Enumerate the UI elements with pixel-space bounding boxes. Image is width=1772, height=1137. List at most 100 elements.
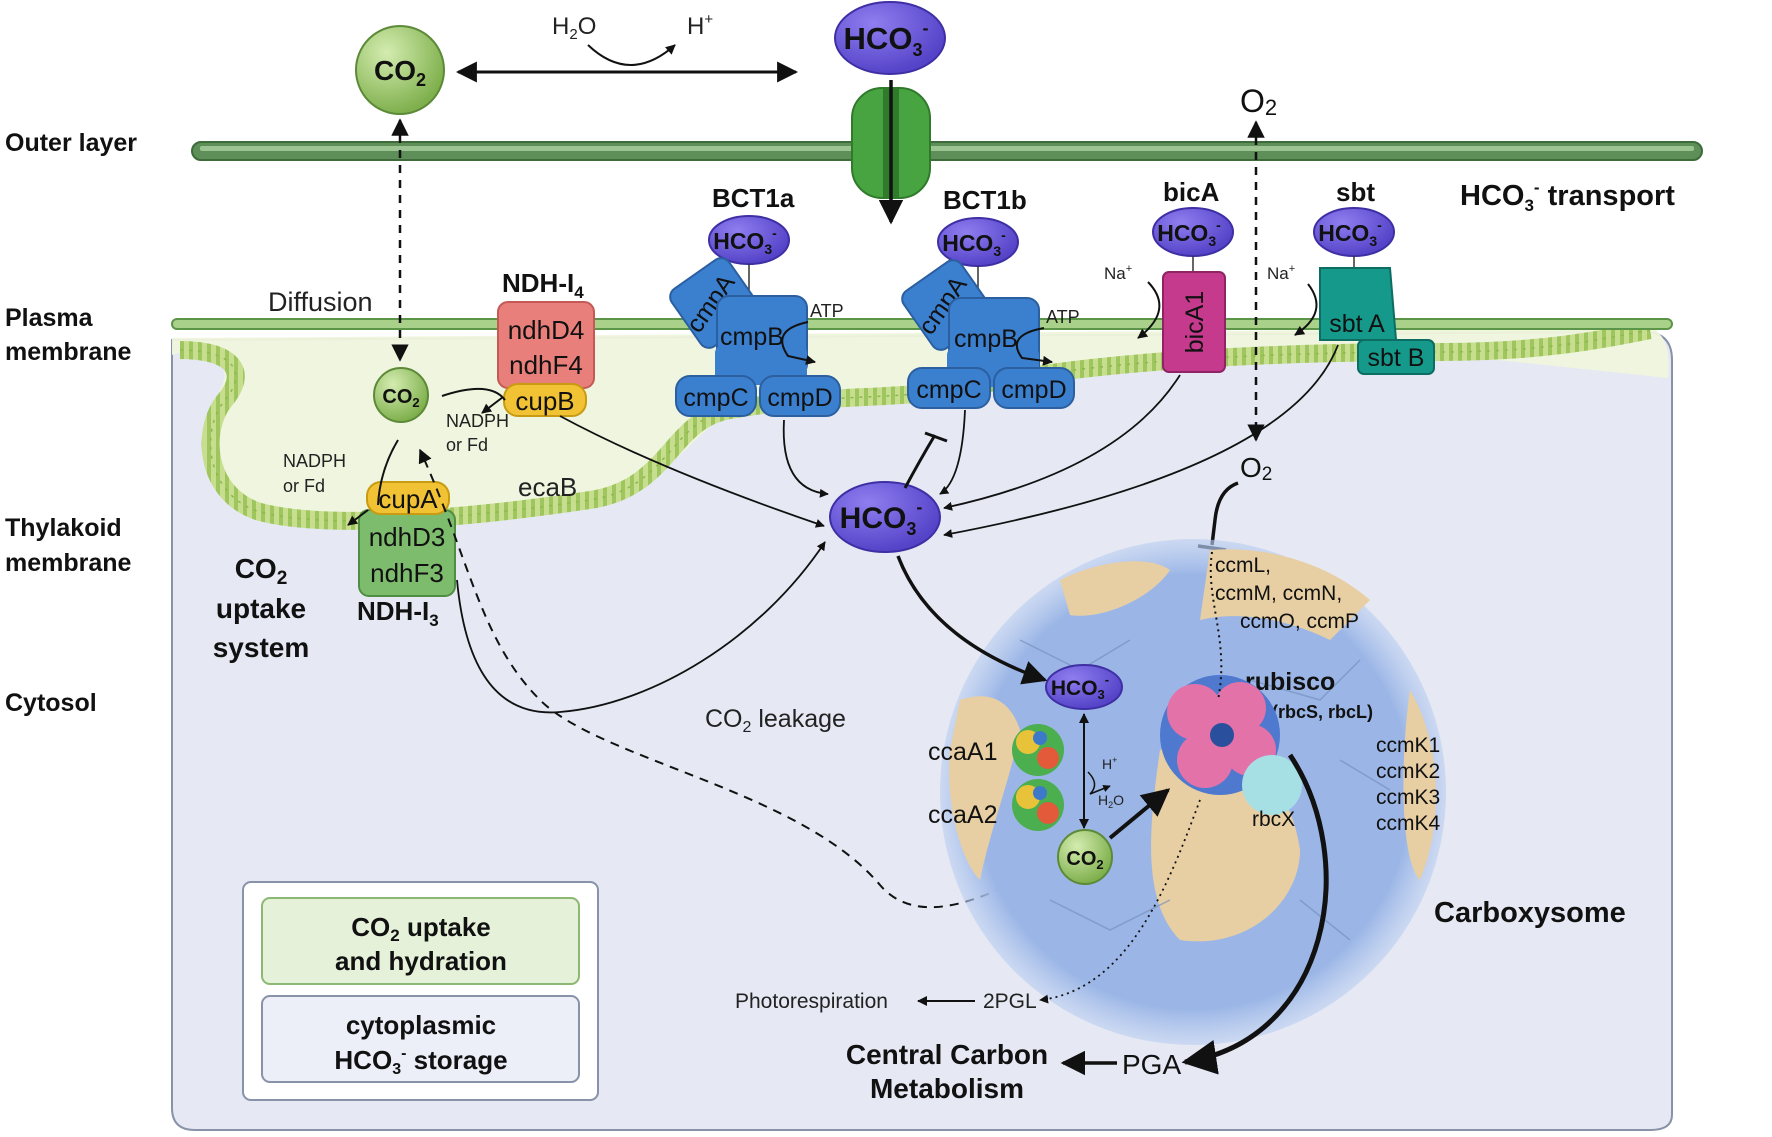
ecaB-label: ecaB — [518, 472, 577, 502]
orfd-label-upper: or Fd — [446, 435, 488, 455]
co2-periplasm-label: CO2 — [382, 386, 419, 410]
region-outer-layer: Outer layer — [5, 129, 137, 157]
cmpC-b-label: cmpC — [916, 376, 981, 404]
cmpB-b-label: cmpB — [954, 325, 1018, 353]
h2o-hplus-carboxysome-curve — [1087, 771, 1111, 795]
ndh-i3-nadph-head — [347, 509, 369, 526]
hco3-carboxysome-bubble — [1045, 664, 1123, 710]
shell-proteins-line3: ccmO, ccmP — [1240, 610, 1359, 633]
co2-to-rubisco-arrow — [1108, 788, 1171, 840]
2pgl-label: 2PGL — [983, 990, 1037, 1013]
hco3-cytosol-label: HCO3- — [840, 497, 923, 539]
bct1b-atp-arrow — [1016, 327, 1053, 366]
co2-periplasm-bubble — [373, 367, 429, 423]
shell-proteins-line2: ccmM, ccmN, — [1215, 582, 1342, 605]
legend-hco3-storage-line2: HCO3- storage — [334, 1045, 507, 1078]
cmpD-a — [759, 375, 841, 417]
cupA-label: cupA — [378, 484, 438, 514]
rubisco-complex — [1160, 675, 1302, 815]
shell-proteins-line1: ccmL, — [1215, 554, 1271, 577]
ndhD4-label: ndhD4 — [508, 315, 585, 345]
cmpD-a-label: cmpD — [767, 384, 832, 412]
bica-hco3-label: HCO3- — [1157, 217, 1221, 249]
region-thylakoid-line1: Thylakoid — [5, 514, 122, 542]
legend-hco3-storage-line1: cytoplasmic — [346, 1010, 496, 1040]
bct1b-to-hco3-arrow — [939, 409, 966, 495]
cupA-to-hco3-arrow — [456, 541, 826, 714]
co2-leakage-label: CO2 leakage — [705, 705, 846, 736]
ccaA2-enzyme — [1012, 779, 1064, 831]
hco3-cytosol-bubble — [829, 481, 941, 553]
rbcX-label: rbcX — [1252, 808, 1295, 831]
co2-outer-bubble — [355, 25, 445, 115]
nadph-label-lower: NADPH — [283, 451, 346, 471]
cmpC-b — [907, 367, 991, 409]
ccmK1-label: ccmK1 — [1376, 734, 1440, 757]
region-plasma-line1: Plasma — [5, 304, 94, 332]
ndhD3-label: ndhD3 — [369, 522, 446, 552]
sbtB-label: sbt B — [1368, 344, 1425, 372]
ndh-i4-title: NDH-I4 — [502, 268, 584, 302]
cmpD-b-label: cmpD — [1001, 376, 1066, 404]
nadph-label-upper: NADPH — [446, 411, 509, 431]
bct1b-inhibition-bar — [924, 431, 948, 443]
ndh-i3-nadph-arrow — [377, 439, 399, 506]
co2-uptake-system-line3: system — [213, 632, 310, 663]
co2-outer-label: CO2 — [374, 55, 426, 90]
region-thylakoid-line2: membrane — [5, 549, 132, 577]
bct1b-hco3-label: HCO3- — [942, 227, 1006, 259]
co2-leakage-dashed — [418, 448, 1019, 909]
legend-co2-uptake-line1: CO2 uptake — [351, 912, 491, 945]
h2o-carboxysome: H2O — [1098, 792, 1124, 810]
legend-co2-uptake-swatch — [261, 897, 580, 985]
h2o-top-label: H2O — [552, 13, 596, 43]
bct1a-atp-arrow — [781, 321, 816, 365]
pga-label: PGA — [1122, 1049, 1181, 1080]
cupA-subunit — [366, 481, 450, 515]
orfd-label-lower: or Fd — [283, 476, 325, 496]
outer-layer-highlight — [200, 146, 1694, 151]
hplus-top-label: H+ — [687, 11, 713, 40]
bicA1-transporter — [1162, 271, 1226, 373]
o2-top-label: O2 — [1240, 83, 1277, 120]
carboxysome-shell-patch-1 — [1200, 549, 1370, 640]
bct1b-inhibition — [903, 434, 937, 489]
rubisco-to-2pgl-dotted — [1039, 799, 1201, 1004]
sbtA-label: sbt A — [1329, 310, 1385, 338]
co2-uptake-system-line1: CO2 — [235, 553, 288, 589]
sbt-title: sbt — [1336, 177, 1375, 207]
co2-uptake-system-line2: uptake — [216, 593, 306, 624]
legend-hco3-storage-swatch — [261, 995, 580, 1083]
ccaA2-label: ccaA2 — [928, 801, 997, 829]
ndh-i4-nadph-arrow — [481, 396, 504, 414]
bica-to-hco3-arrow — [943, 374, 1181, 511]
region-plasma-line2: membrane — [5, 338, 132, 366]
cmpD-b — [993, 367, 1075, 409]
bica-na-arrow — [1137, 281, 1161, 339]
photorespiration-label: Photorespiration — [735, 990, 888, 1013]
rubisco-to-pga-arrow — [1181, 753, 1329, 1075]
diffusion-label: Diffusion — [268, 287, 373, 317]
ndhF4-label: ndhF4 — [509, 350, 583, 380]
h2o-to-hplus-curve — [587, 44, 676, 66]
central-carbon-line2: Metabolism — [870, 1073, 1024, 1104]
hco3-outer-bubble — [834, 1, 946, 75]
sbt-to-hco3-arrow — [943, 344, 1339, 538]
bica-na-label: Na+ — [1104, 263, 1132, 283]
o2-cytosol-label: O2 — [1240, 452, 1272, 485]
carboxysome-shell-patch-4 — [1403, 690, 1437, 880]
co2-carboxysome-label: CO2 — [1066, 848, 1103, 872]
ccaA1-enzyme — [1012, 724, 1064, 776]
bct1b-title: BCT1b — [943, 185, 1027, 215]
cupB-to-hco3-arrow — [559, 415, 825, 528]
bct1a-title: BCT1a — [712, 183, 795, 213]
hplus-carboxysome: H+ — [1102, 755, 1117, 772]
central-carbon-line1: Central Carbon — [846, 1039, 1048, 1070]
hco3-into-carboxysome-arrow — [896, 555, 1048, 685]
cmpB-a-label: cmpB — [720, 323, 784, 351]
bct1a-to-hco3-arrow — [782, 419, 829, 498]
bct1b-atp: ATP — [1046, 307, 1080, 327]
legend-co2-uptake-line2: and hydration — [335, 946, 507, 976]
bica-title: bicA — [1163, 177, 1220, 207]
